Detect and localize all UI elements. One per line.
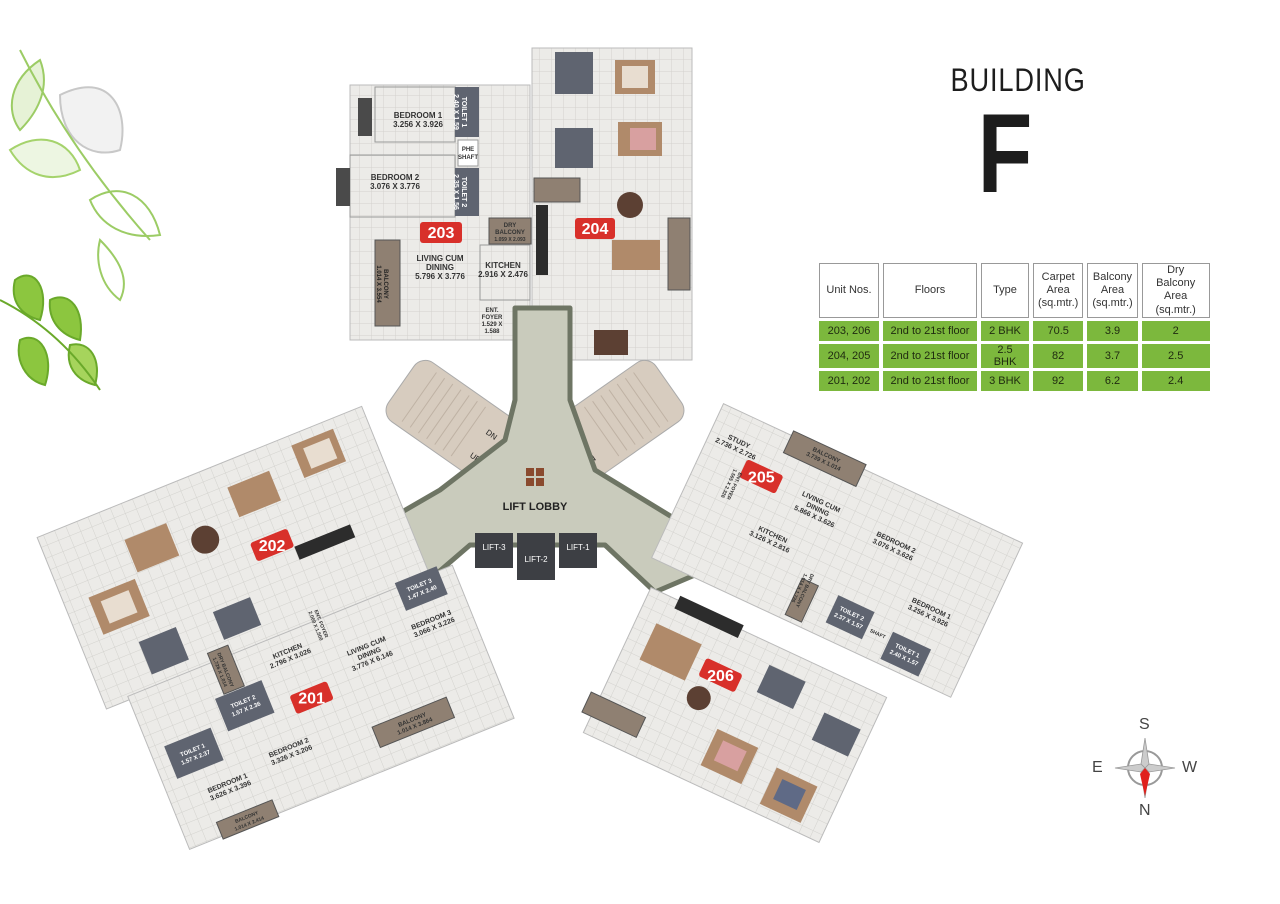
room-size: 2.916 X 2.476 bbox=[478, 270, 528, 279]
table-cell: 2.5 BHK bbox=[981, 343, 1029, 368]
room-label: BALCONY bbox=[495, 230, 525, 236]
table-cell: 204, 205 bbox=[819, 343, 879, 368]
table-cell: 2.4 bbox=[1141, 370, 1210, 391]
table-cell: 2 bbox=[1141, 320, 1210, 341]
room-size: 1.014 X 3.554 bbox=[375, 265, 381, 303]
compass-rose-icon bbox=[1114, 737, 1176, 799]
table-cell: 2 BHK bbox=[981, 320, 1029, 341]
table-cell: 3.7 bbox=[1087, 343, 1138, 368]
table-cell: 203, 206 bbox=[819, 320, 879, 341]
compass-west: W bbox=[1182, 759, 1198, 776]
table-cell: 6.2 bbox=[1087, 370, 1138, 391]
room-label: TOILET 2 bbox=[460, 177, 467, 208]
room-size: 2.35 X 1.56 bbox=[452, 174, 459, 210]
table-cell: 82 bbox=[1033, 343, 1084, 368]
room-label: LIVING CUM bbox=[416, 254, 463, 263]
table-cell: 201, 202 bbox=[819, 370, 879, 391]
table-cell: 92 bbox=[1033, 370, 1084, 391]
room-label: BEDROOM 2 bbox=[371, 173, 420, 182]
room-size: 3.256 X 3.926 bbox=[393, 120, 443, 129]
room-label: PHE bbox=[462, 147, 474, 153]
room-size: 3.076 X 3.776 bbox=[370, 182, 420, 191]
lift-label: LIFT-2 bbox=[524, 555, 548, 564]
unit-202: 202 bbox=[36, 405, 432, 710]
room-label: BEDROOM 1 bbox=[394, 111, 443, 120]
compass-east: E bbox=[1092, 759, 1103, 776]
column-header: Balcony Area (sq.mtr.) bbox=[1087, 263, 1138, 318]
core: DN UP UP DN LIFT LOBBY LIFT-3 LIFT-2 LIF… bbox=[342, 305, 705, 603]
lift-label: LIFT-1 bbox=[566, 543, 590, 552]
table-cell: 70.5 bbox=[1033, 320, 1084, 341]
room-label: DINING bbox=[426, 263, 454, 272]
table-cell: 2nd to 21st floor bbox=[883, 370, 977, 391]
room-size: 1.588 bbox=[484, 329, 500, 335]
room-label: KITCHEN bbox=[485, 261, 521, 270]
unit-badge-202: 202 bbox=[259, 538, 286, 555]
unit-205: 205 BALCONY 3.739 X 1.014 STUDY 2.736 X … bbox=[650, 403, 1024, 698]
unit-badge-203: 203 bbox=[428, 225, 455, 242]
room-label: TOILET 1 bbox=[460, 97, 467, 128]
room-label: ENT. bbox=[485, 308, 498, 314]
unit-badge-201: 201 bbox=[298, 691, 325, 708]
lift-label: LIFT-3 bbox=[482, 543, 506, 552]
room-label: SHAFT bbox=[458, 155, 478, 161]
unit-206: 206 bbox=[581, 586, 888, 844]
room-size: 1.529 X bbox=[482, 322, 503, 328]
table-cell: 2.5 bbox=[1141, 343, 1210, 368]
building-title: BUILDING bbox=[950, 62, 1086, 98]
column-header: Carpet Area (sq.mtr.) bbox=[1033, 263, 1084, 318]
table-header-row: Unit Nos. Floors Type Carpet Area (sq.mt… bbox=[819, 263, 1210, 318]
room-size: 1.059 X 2.093 bbox=[494, 237, 525, 243]
compass-south: S bbox=[1139, 716, 1150, 733]
table-cell: 2nd to 21st floor bbox=[883, 343, 977, 368]
room-size: 5.796 X 3.776 bbox=[415, 272, 465, 281]
lift-lobby-label: LIFT LOBBY bbox=[503, 501, 568, 513]
leaf-decoration-icon bbox=[0, 49, 162, 391]
table-cell: 2nd to 21st floor bbox=[883, 320, 977, 341]
room-label: DRY bbox=[504, 223, 516, 229]
unit-area-table: Unit Nos. Floors Type Carpet Area (sq.mt… bbox=[815, 260, 1214, 394]
building-letter: F bbox=[977, 91, 1033, 216]
column-header: Unit Nos. bbox=[819, 263, 879, 318]
lift-lobby-icon bbox=[526, 468, 544, 486]
room-label: BALCONY bbox=[382, 269, 388, 299]
column-header: Floors bbox=[883, 263, 977, 318]
column-header: Dry Balcony Area (sq.mtr.) bbox=[1141, 263, 1210, 318]
unit-203: 203 BEDROOM 1 3.256 X 3.926 BEDROOM 2 3.… bbox=[336, 84, 532, 341]
room-size: 2.40 X 1.59 bbox=[452, 94, 459, 130]
unit-badge-204: 204 bbox=[582, 221, 609, 238]
compass: S E W N bbox=[1090, 712, 1200, 822]
unit-badge-206: 206 bbox=[707, 668, 734, 685]
table-cell: 3.9 bbox=[1087, 320, 1138, 341]
room-label: FOYER bbox=[482, 315, 503, 321]
unit-badge-205: 205 bbox=[748, 469, 775, 486]
column-header: Type bbox=[981, 263, 1029, 318]
compass-north: N bbox=[1139, 802, 1151, 819]
table-cell: 3 BHK bbox=[981, 370, 1029, 391]
unit-201: 201 KITCHEN 2.796 X 3.026 LIVING CUM DIN… bbox=[127, 564, 515, 851]
